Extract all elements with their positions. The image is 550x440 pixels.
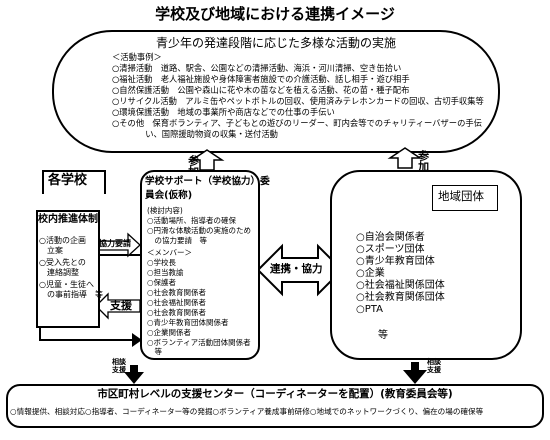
school-system-box: [36, 210, 100, 328]
committee-task: ○活動場所、指導者の確保: [147, 216, 237, 225]
community-item: 等: [378, 330, 388, 341]
activity-item: ○環境保護活動 地域の事業所や商店などでの仕事の手伝い: [112, 107, 335, 117]
activity-item: ○その他 保育ボランティア、子どもとの遊びのリーダー、町内会等でのチャリティーバ…: [112, 118, 482, 128]
committee-member: ○担当教諭: [147, 268, 184, 277]
consult-support-label-left: 相談 支援: [112, 358, 126, 374]
committee-member: ○企業関係者: [147, 328, 192, 337]
school-support-committee-box: [140, 170, 260, 360]
community-title-frame: [432, 185, 498, 211]
community-item: ○青少年教育団体: [356, 256, 435, 267]
committee-task: ○円滑な体験活動の実施のため: [147, 226, 252, 235]
participation-arrow-right: [387, 147, 423, 169]
support-center-title: 市区町村レベルの支援センター（コーディネーターを配置）(教育委員会等): [97, 388, 453, 400]
school-system-title: 校内推進体制: [38, 214, 98, 225]
cooperation-request-label: 協力要請: [99, 239, 131, 248]
school-system-item: 連絡調整: [39, 268, 79, 277]
support-label: 支援: [110, 299, 132, 312]
committee-member: ○社会福祉関係者: [147, 298, 207, 307]
community-title: 地域団体: [438, 189, 484, 203]
committee-member: ○ボランティア活動団体関係者: [147, 338, 251, 347]
support-center-box: [6, 384, 544, 428]
support-arrow: [95, 292, 141, 320]
school-tab: [42, 170, 106, 194]
committee-member-heading: ＜メンバー＞: [147, 248, 192, 257]
activity-item: ○福祉活動 老人福祉施設や身体障害者施設での介護活動、話し相手・遊び相手: [112, 74, 410, 84]
committee-title-1: 学校サポート（学校協力）委: [145, 176, 270, 187]
committee-task: の協力要請 等: [147, 236, 207, 245]
committee-member: ○保護者: [147, 278, 177, 287]
school-system-item: 立案: [39, 246, 63, 255]
committee-title-2: 員会(仮称): [145, 190, 193, 201]
community-item: ○社会教育関係団体: [356, 292, 445, 303]
community-item: ○企業: [356, 268, 385, 279]
school-system-item: ○児童・生徒へ: [39, 280, 94, 289]
activity-subheading: ＜活動事例＞: [112, 52, 162, 62]
activity-item: い、国際援助物資の収集・送付活動: [112, 129, 278, 139]
committee-task-heading: (検討内容): [147, 206, 183, 215]
school-tab-label: 各学校: [48, 173, 88, 188]
support-loop-arrowhead: [132, 333, 142, 347]
school-system-item: ○活動の企画: [39, 236, 86, 245]
support-center-functions: ○情報提供、相談対応○指導者、コーディネーター等の発掘○ボランティア養成事前研修…: [10, 407, 484, 416]
activity-item: ○自然保護活動 公園や森山に花や木の苗などを植える活動、花の苗・種子配布: [112, 85, 410, 95]
committee-member: ○青少年教育団体関係者: [147, 318, 229, 327]
participation-label-right: 参加: [416, 150, 430, 172]
consult-support-label-right: 相談 支援: [427, 358, 441, 374]
committee-member: ○社会教育関係者: [147, 308, 207, 317]
committee-member: ○学校長: [147, 258, 177, 267]
community-item: ○PTA: [356, 304, 383, 315]
school-system-item: の事前指導 等: [39, 290, 103, 299]
activity-box: [52, 30, 500, 153]
school-system-item: ○受入先との: [39, 258, 86, 267]
consult-support-arrow-left: [124, 365, 144, 384]
community-item: ○社会福祉関係団体: [356, 280, 445, 291]
cooperation-request-arrow: [96, 232, 141, 258]
activity-heading: 青少年の発達段階に応じた多様な活動の実施: [155, 36, 396, 50]
cooperation-label: 連携・協力: [270, 263, 323, 275]
committee-member: ○社会教育関係者: [147, 288, 207, 297]
community-item: ○スポーツ団体: [356, 244, 425, 255]
activity-item: ○清掃活動 道路、駅舎、公園などの清掃活動、海浜・河川清掃、空き缶拾い: [112, 63, 402, 73]
participation-arrow-left: [189, 149, 225, 171]
committee-member: 等: [147, 347, 162, 356]
consult-support-arrow-right: [403, 362, 427, 384]
activity-item: ○リサイクル活動 アルミ缶やペットボトルの回収、使用済みテレホンカードの回収、古…: [112, 96, 484, 106]
page-title: 学校及び地域における連携イメージ: [155, 5, 395, 23]
community-item: ○自治会関係者: [356, 232, 425, 243]
